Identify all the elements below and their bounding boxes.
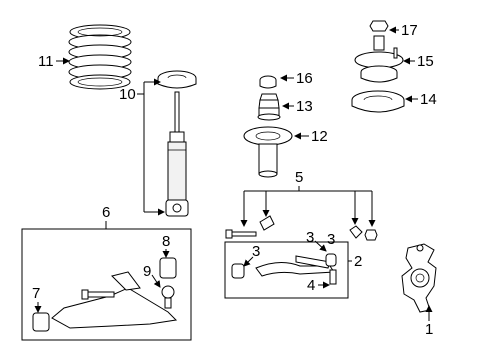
callout-3b: 3 [306, 229, 314, 246]
bumper-cap-part [259, 75, 277, 89]
callout-13: 13 [296, 98, 313, 115]
callout-4: 4 [307, 277, 315, 294]
callout-17: 17 [401, 22, 418, 39]
callout-7: 7 [32, 285, 40, 302]
callout-1: 1 [425, 321, 433, 338]
coil-spring-part [68, 24, 132, 90]
lower-control-arm-part [32, 271, 178, 332]
callout-8: 8 [162, 233, 170, 250]
callout-11: 11 [38, 53, 54, 70]
callout-10: 10 [119, 86, 136, 103]
callout-14: 14 [420, 91, 437, 108]
callout-3c: 3 [327, 231, 335, 248]
callout-15: 15 [417, 53, 434, 70]
callout-9: 9 [143, 263, 151, 280]
upper-nut-part [369, 20, 389, 32]
cam-washer-right-part [349, 225, 363, 239]
ball-joint-part [161, 285, 175, 309]
spring-insulator-part [351, 90, 405, 113]
shock-absorber-part [157, 70, 197, 217]
steering-knuckle-part [401, 243, 437, 313]
callout-3a: 3 [252, 243, 260, 260]
upper-mount-part [354, 35, 404, 83]
callout-12: 12 [311, 128, 328, 145]
upper-control-arm-part [231, 253, 337, 285]
spring-seat-part [243, 126, 293, 178]
callout-5: 5 [295, 169, 303, 186]
callout-6: 6 [102, 204, 110, 221]
callout-16: 16 [296, 70, 313, 87]
bolt-part [225, 229, 257, 239]
callout-2: 2 [354, 253, 362, 270]
cam-washer-part [259, 215, 275, 231]
nut-right-part [364, 229, 378, 241]
jounce-bumper-part [257, 93, 281, 121]
lower-bushing-part [159, 257, 177, 279]
